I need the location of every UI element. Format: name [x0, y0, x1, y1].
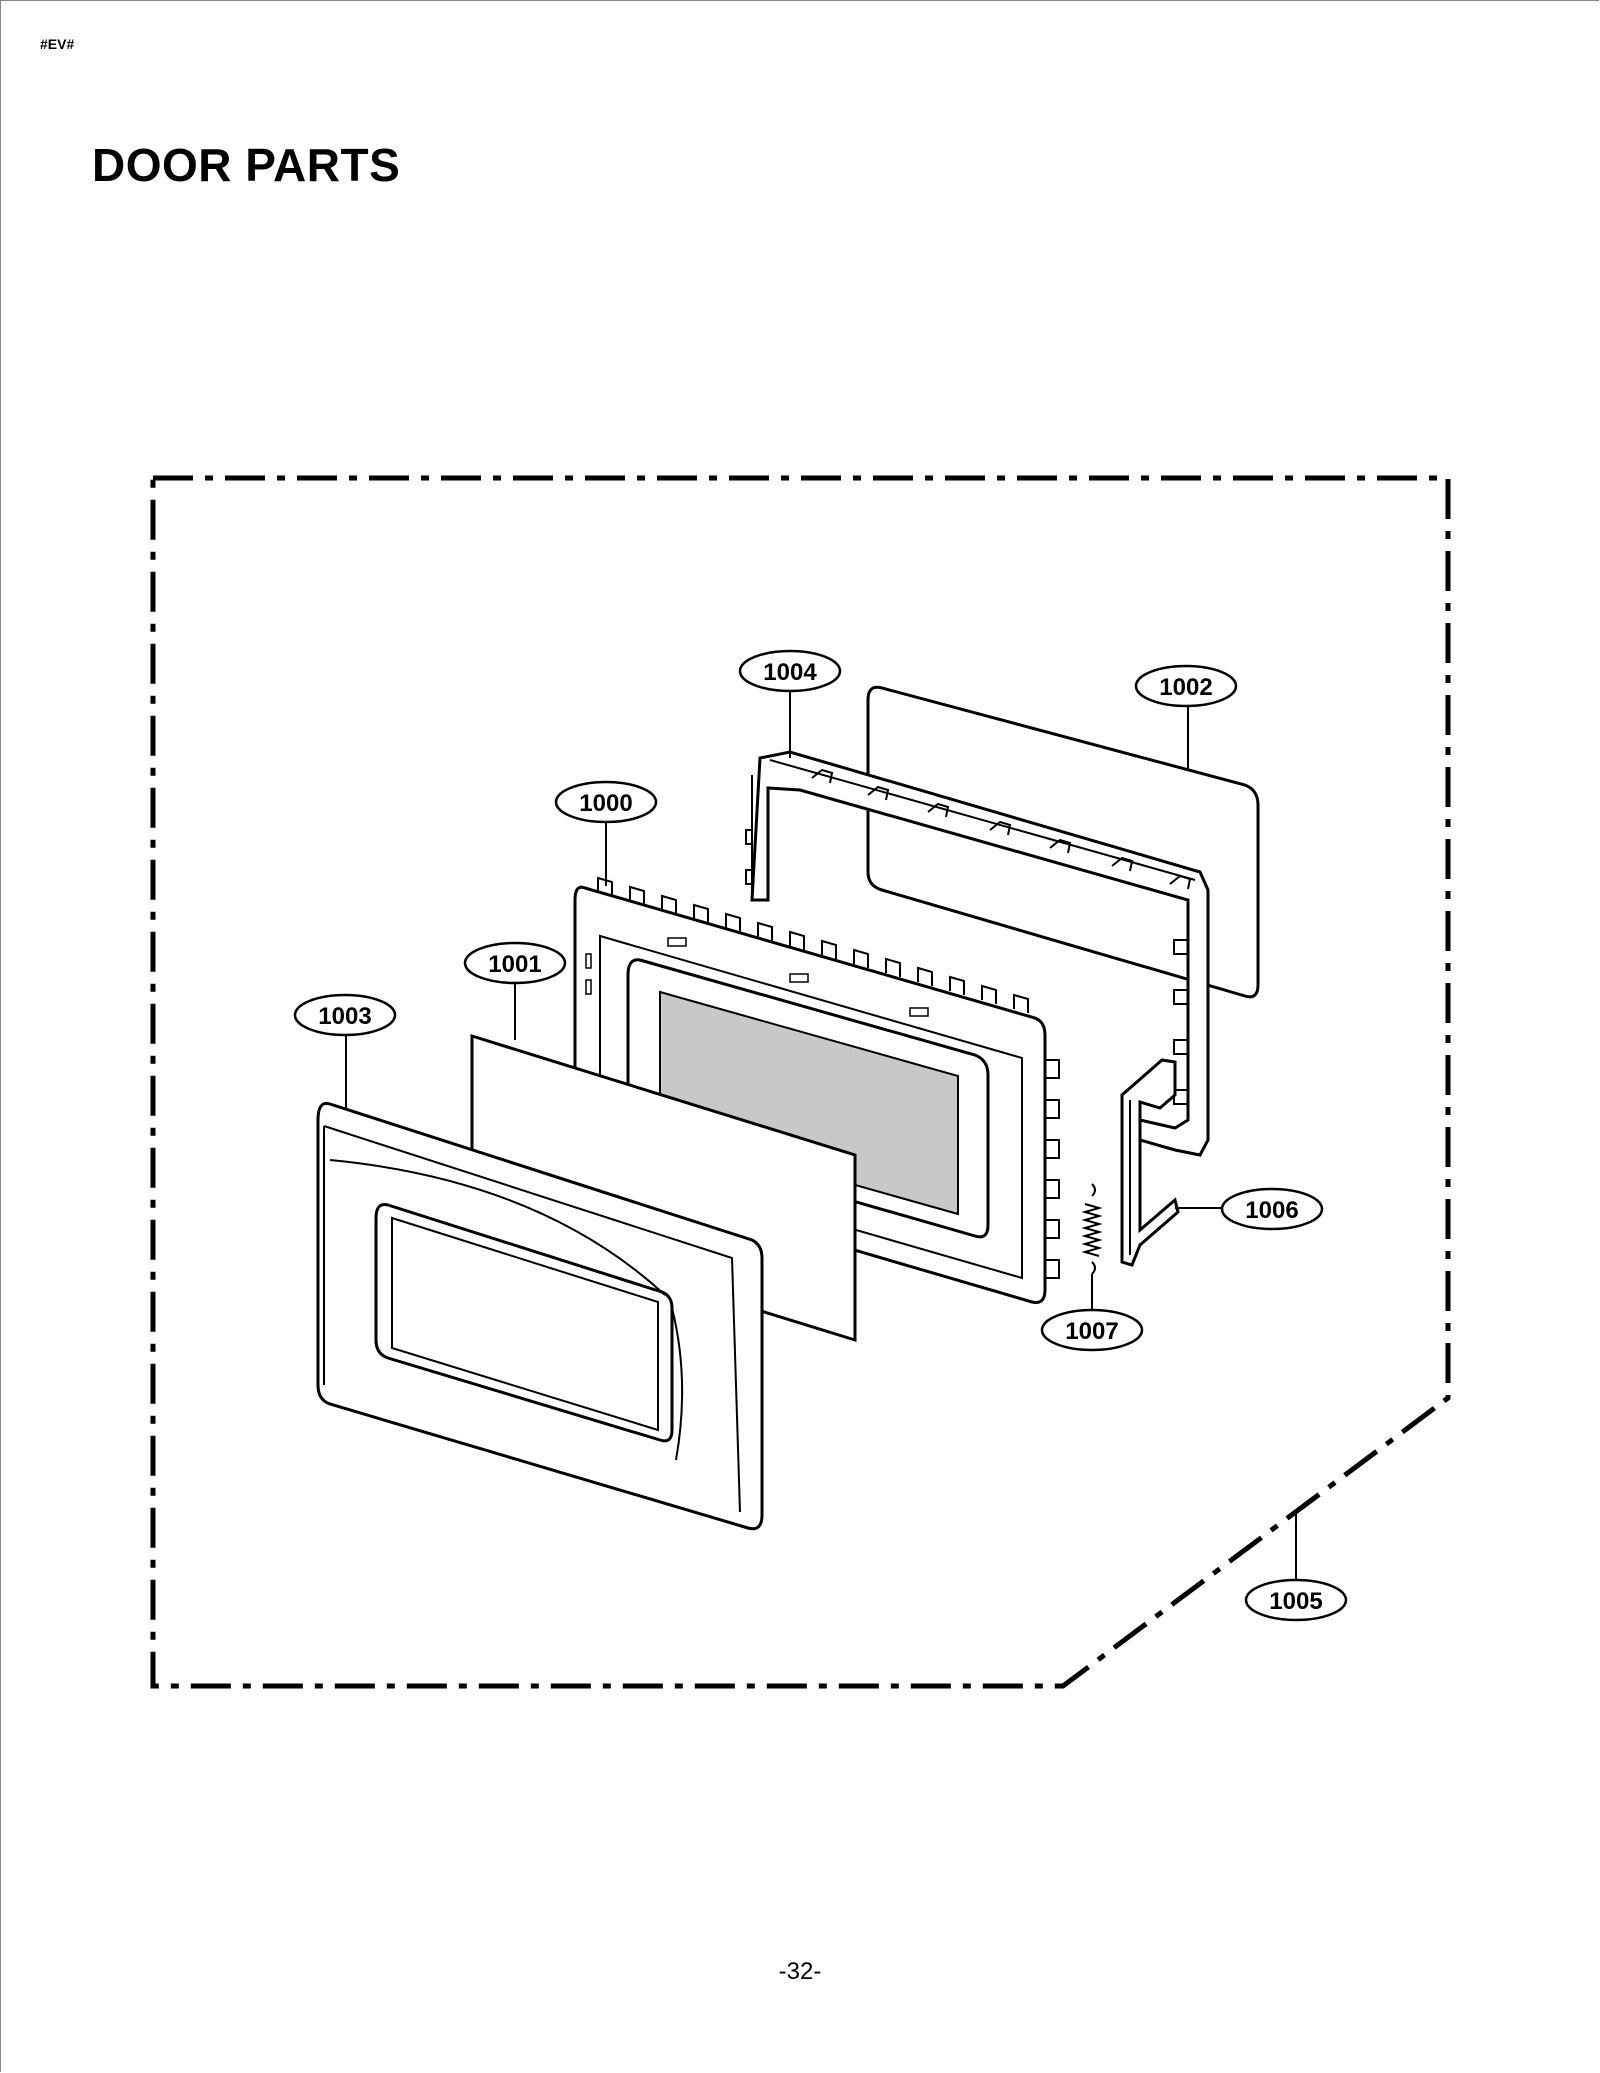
part-1006-latch	[1120, 1058, 1180, 1267]
leader-lines	[345, 690, 1297, 1580]
callout-label-1004: 1004	[763, 659, 817, 686]
callout-1005: 1005	[1244, 1578, 1348, 1622]
callout-1003: 1003	[293, 993, 397, 1037]
callout-label-1006: 1006	[1245, 1197, 1298, 1224]
callout-label-1007: 1007	[1065, 1318, 1118, 1345]
part-1003-door-cover	[316, 1101, 764, 1531]
callout-label-1005: 1005	[1269, 1588, 1322, 1615]
callout-1006: 1006	[1220, 1187, 1324, 1231]
part-1007-spring	[1081, 1183, 1103, 1275]
callout-1001: 1001	[463, 941, 567, 985]
callout-1004: 1004	[738, 649, 842, 693]
assembly-boundary	[150, 475, 1451, 1689]
callout-label-1002: 1002	[1159, 674, 1212, 701]
page-number: -32-	[778, 1958, 822, 1985]
callout-1007: 1007	[1040, 1308, 1144, 1352]
document-code: #EV#	[40, 36, 75, 52]
callout-1002: 1002	[1134, 664, 1238, 708]
callout-label-1000: 1000	[579, 790, 632, 817]
page-title: DOOR PARTS	[92, 139, 401, 191]
callout-1000: 1000	[554, 780, 658, 824]
callout-label-1001: 1001	[488, 951, 541, 978]
callout-label-1003: 1003	[318, 1003, 371, 1030]
